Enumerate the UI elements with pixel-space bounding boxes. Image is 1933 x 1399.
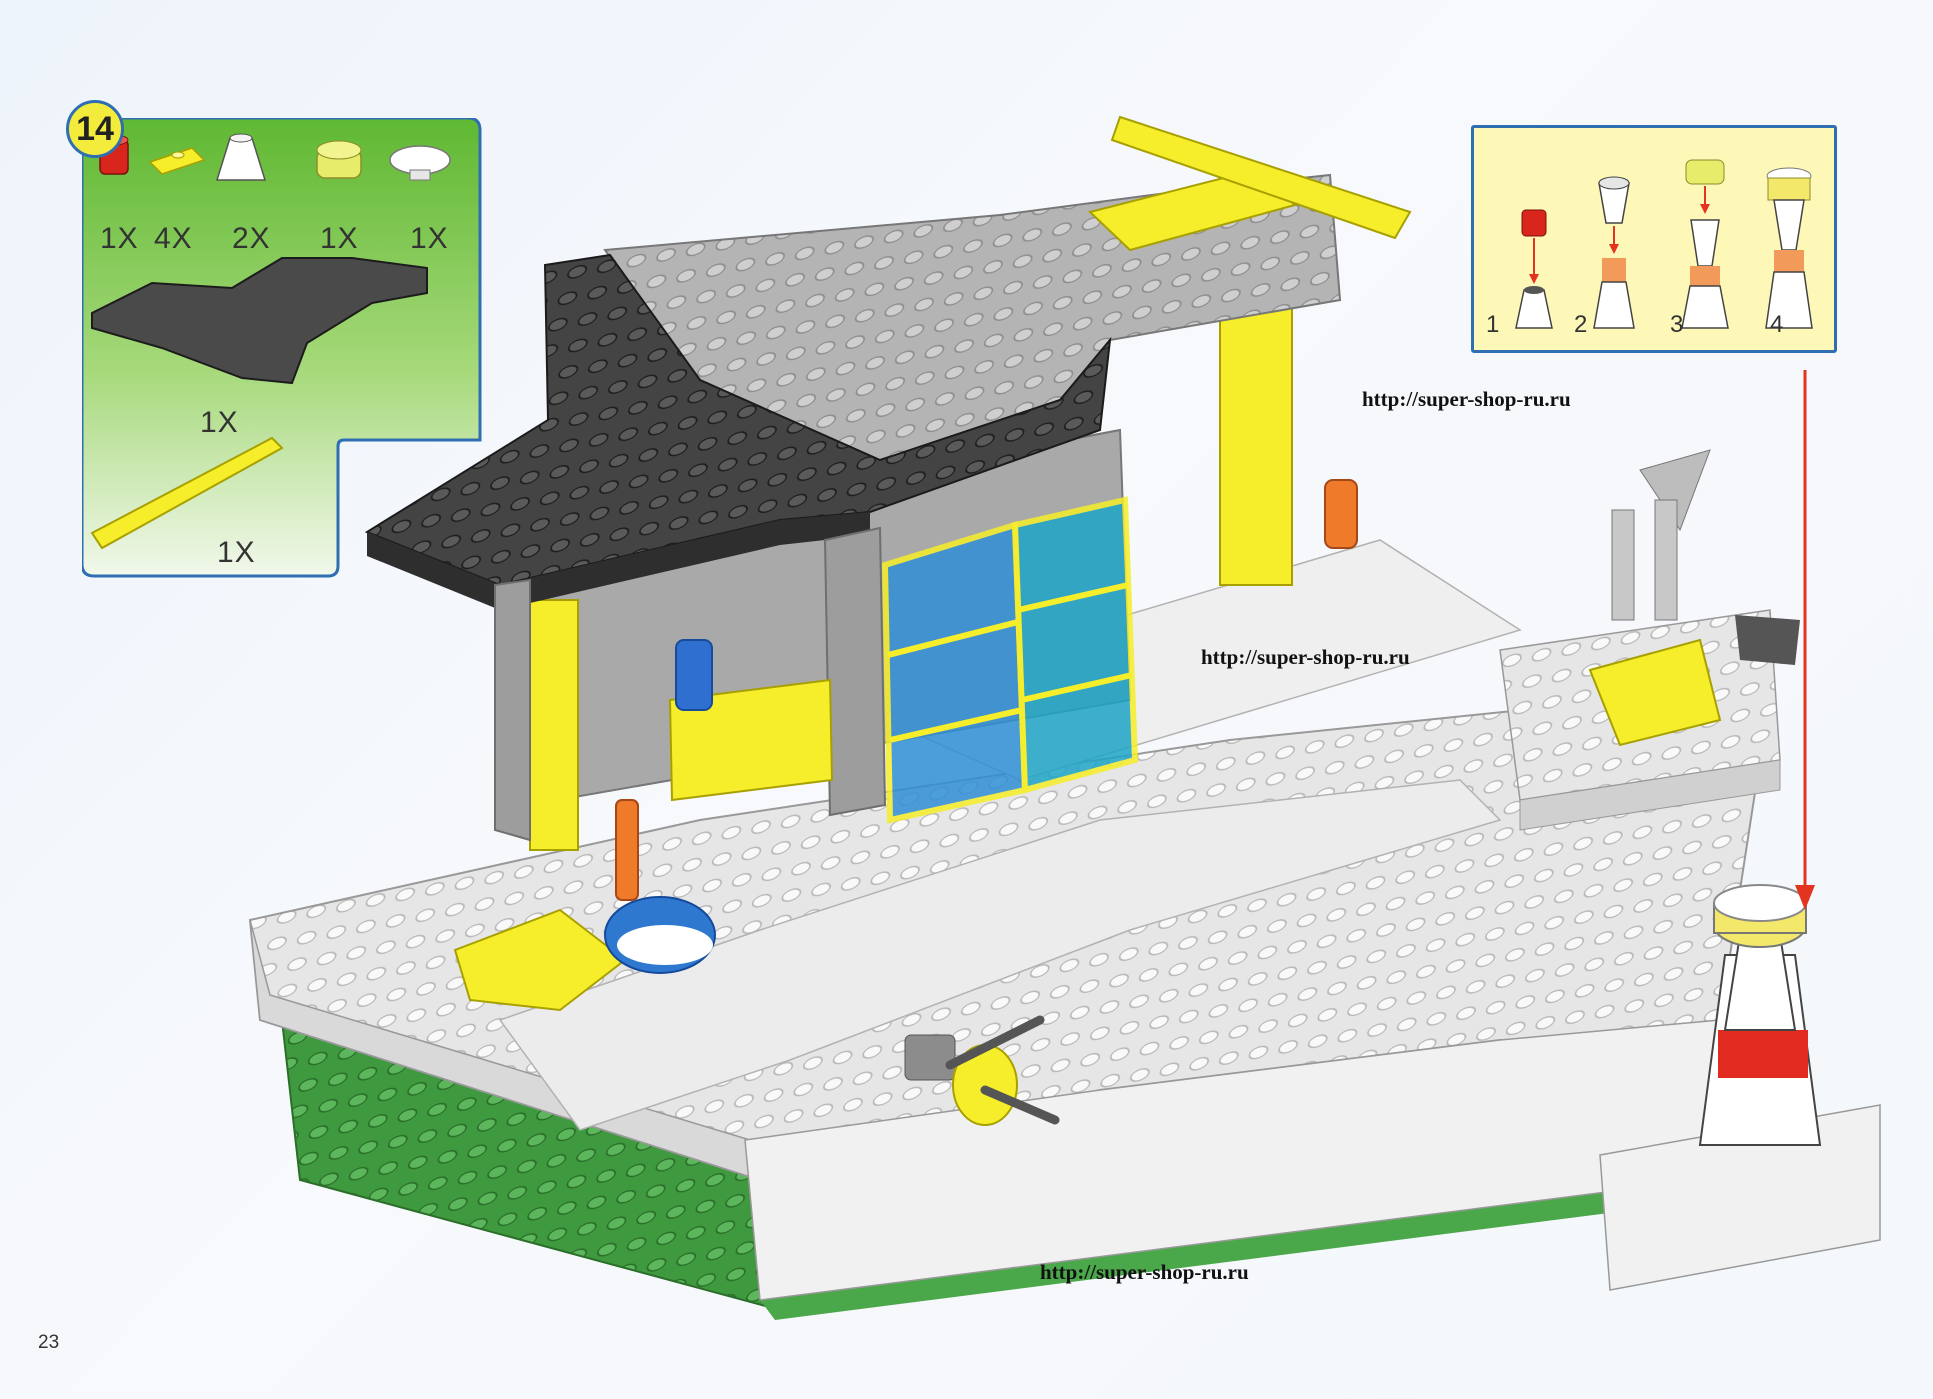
orange-fuel-nozzle (1324, 479, 1358, 549)
part-qty-long-plate: 1X (217, 536, 256, 569)
blue-fuel-barrel (675, 639, 713, 711)
step-number-badge: 14 (66, 100, 124, 158)
part-qty-red-brick: 1X (100, 222, 139, 255)
step-parts-panel: 1X 4X 2X 1X 1X 1X 1X (82, 118, 482, 578)
gray-robot-arm (904, 1015, 1060, 1126)
blue-window-panels (881, 496, 1139, 824)
front-pillar (494, 578, 531, 842)
sub-step-number-1: 1 (1486, 311, 1500, 338)
sub-step-4-illustration (1765, 167, 1813, 329)
smooth-road-tiles (498, 779, 1502, 1131)
yellow-long-plate (1110, 115, 1412, 240)
part-qty-wing-plate: 1X (200, 406, 239, 439)
left-yellow-equipment (453, 799, 716, 1012)
sub-step-number-2: 2 (1574, 311, 1588, 338)
watermark-url-top: http://super-shop-ru.ru (1362, 387, 1571, 411)
part-qty-white-cone: 2X (232, 222, 271, 255)
page-number: 23 (38, 1332, 60, 1353)
part-qty-trans-yellow-brick: 1X (320, 222, 359, 255)
guide-arrow-head (1795, 885, 1815, 910)
yellow-roof-tiles (1087, 168, 1298, 252)
part-qty-white-dish: 1X (410, 222, 449, 255)
yellow-plate-1x2-icon (148, 147, 206, 175)
dark-gray-wing-plate-icon (91, 257, 428, 385)
sub-assembly-panel: 1 2 3 4 (1471, 125, 1837, 353)
watermark-url-middle: http://super-shop-ru.ru (1201, 645, 1410, 669)
sub-step-3-illustration (1681, 159, 1729, 329)
sub-step-number-4: 4 (1770, 311, 1784, 338)
yellow-door-frame-right (1219, 274, 1293, 586)
sub-step-1-illustration (1515, 209, 1553, 329)
watermark-url-bottom: http://super-shop-ru.ru (1040, 1260, 1249, 1284)
yellow-long-plate-icon (90, 436, 284, 550)
lamp-post-assembly (1599, 884, 1881, 1291)
white-dish-icon (389, 145, 451, 181)
sub-step-2-illustration (1593, 176, 1635, 329)
white-cone-icon (215, 133, 267, 181)
part-qty-yellow-plate: 4X (154, 222, 193, 255)
sub-step-number-3: 3 (1670, 311, 1684, 338)
yellow-door-frame-left (529, 599, 579, 851)
yellow-counter (668, 678, 834, 802)
right-yellow-equipment (1588, 449, 1800, 747)
trans-yellow-round-brick-icon (316, 140, 362, 179)
